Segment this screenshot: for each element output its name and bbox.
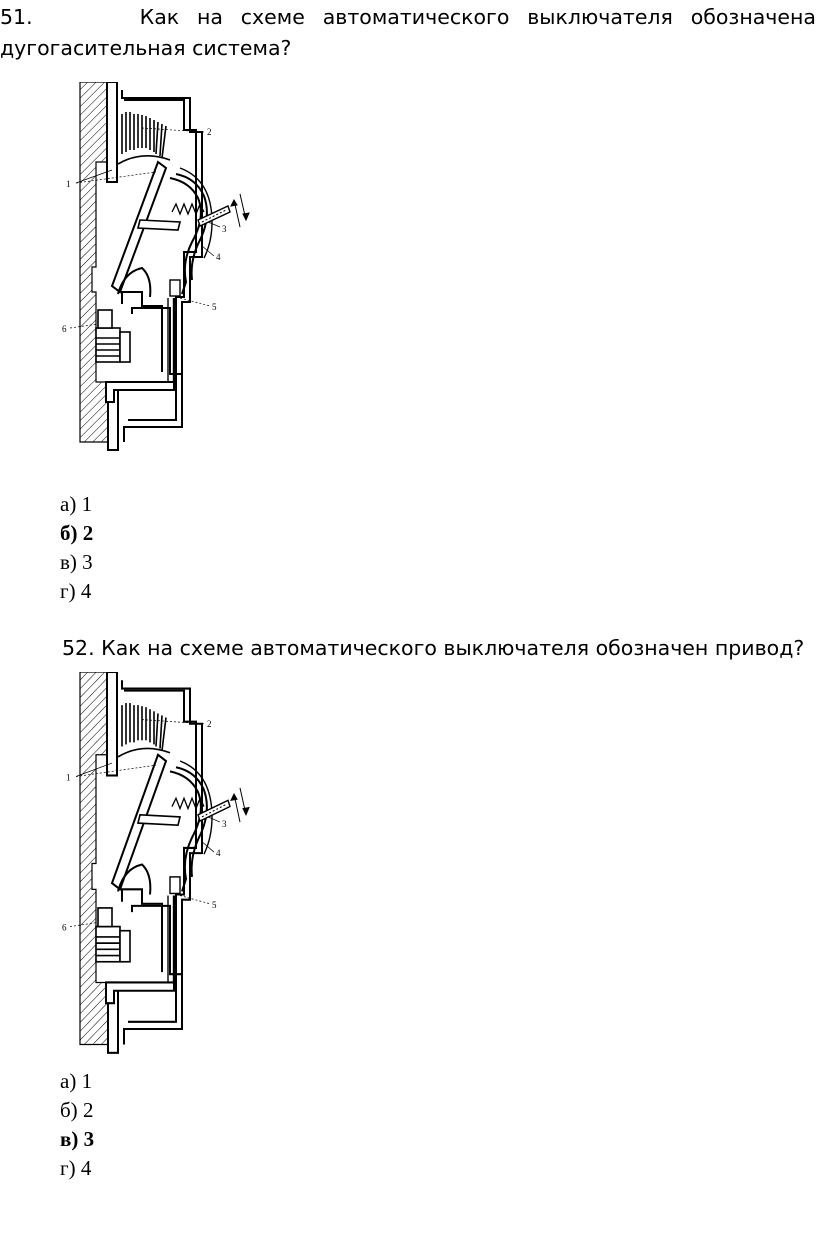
- arc-chute: [117, 112, 171, 165]
- push-rod: [197, 205, 231, 227]
- option-value: 1: [81, 1069, 93, 1093]
- bottom-link: [105, 981, 175, 1005]
- question-52-text: 52. Как на схеме автоматического выключа…: [62, 633, 816, 664]
- leader-lines: [69, 127, 221, 329]
- figure-label-4: 4: [216, 252, 221, 262]
- answer-option-a[interactable]: а) 1: [60, 1067, 94, 1096]
- option-letter: б): [60, 521, 78, 545]
- option-letter: г): [60, 579, 76, 603]
- question-number: 51.: [0, 5, 33, 29]
- answer-option-a[interactable]: а) 1: [60, 490, 93, 519]
- bottom-link: [105, 381, 175, 403]
- release-coil: [95, 309, 131, 363]
- figure-label-1: 1: [66, 179, 71, 189]
- option-value: 3: [82, 550, 93, 574]
- answer-options: а) 1 б) 2 в) 3 г) 4: [60, 490, 93, 606]
- arc-chute: [117, 703, 171, 758]
- option-letter: в): [60, 1127, 79, 1151]
- figure-label-3: 3: [222, 819, 227, 829]
- drive-lever: [169, 167, 213, 295]
- option-letter: а): [60, 1069, 77, 1093]
- figure-label-5: 5: [212, 302, 217, 312]
- circuit-breaker-diagram: 2 1 3 4 5 6: [62, 82, 250, 451]
- figure-label-6: 6: [62, 324, 67, 334]
- option-letter: г): [60, 1156, 76, 1180]
- direction-arrows: [230, 193, 250, 228]
- option-letter: б): [60, 1098, 78, 1122]
- question-51-text: 51. Как на схеме автоматического выключа…: [0, 2, 816, 64]
- figure-label-6: 6: [62, 923, 67, 933]
- release-mechanism: [117, 266, 182, 386]
- option-value: 4: [80, 1156, 92, 1180]
- figure-label-2: 2: [207, 127, 212, 137]
- answer-option-b[interactable]: б) 2: [60, 519, 93, 548]
- option-value: 3: [83, 1127, 95, 1151]
- option-value: 2: [82, 521, 94, 545]
- answer-option-d[interactable]: г) 4: [60, 1154, 94, 1183]
- spring: [171, 202, 205, 216]
- figure-label-2: 2: [207, 719, 212, 729]
- answer-option-c[interactable]: в) 3: [60, 548, 93, 577]
- answer-options: а) 1 б) 2 в) 3 г) 4: [60, 1067, 94, 1183]
- answer-option-b[interactable]: б) 2: [60, 1096, 94, 1125]
- figure-label-3: 3: [222, 224, 227, 234]
- option-value: 4: [80, 579, 92, 603]
- option-letter: в): [60, 550, 77, 574]
- option-value: 2: [82, 1098, 94, 1122]
- release-coil: [95, 907, 131, 963]
- question-number: 52.: [62, 636, 95, 660]
- frame: [121, 90, 203, 442]
- option-letter: а): [60, 492, 77, 516]
- frame: [121, 680, 203, 1045]
- option-value: 1: [81, 492, 93, 516]
- figure-labels: 2 1 3 4 5 6: [62, 719, 227, 933]
- answer-option-d[interactable]: г) 4: [60, 577, 93, 606]
- figure-labels: 2 1 3 4 5 6: [62, 127, 227, 334]
- figure-label-4: 4: [216, 848, 221, 858]
- answer-option-c[interactable]: в) 3: [60, 1125, 94, 1154]
- push-rod: [197, 799, 231, 823]
- figure-label-1: 1: [66, 773, 71, 783]
- circuit-breaker-diagram: 2 1 3 4 5 6: [62, 672, 250, 1054]
- moving-contact-arm: [110, 753, 182, 891]
- spring: [171, 796, 205, 811]
- drive-lever: [169, 760, 213, 892]
- figure-label-5: 5: [212, 900, 217, 910]
- moving-contact-arm: [110, 160, 182, 294]
- question-body: Как на схеме автоматического выключателя…: [101, 636, 805, 660]
- question-body: Как на схеме автоматического выключателя…: [0, 5, 816, 60]
- direction-arrows: [230, 787, 250, 823]
- leader-lines: [69, 719, 221, 927]
- release-mechanism: [117, 863, 182, 987]
